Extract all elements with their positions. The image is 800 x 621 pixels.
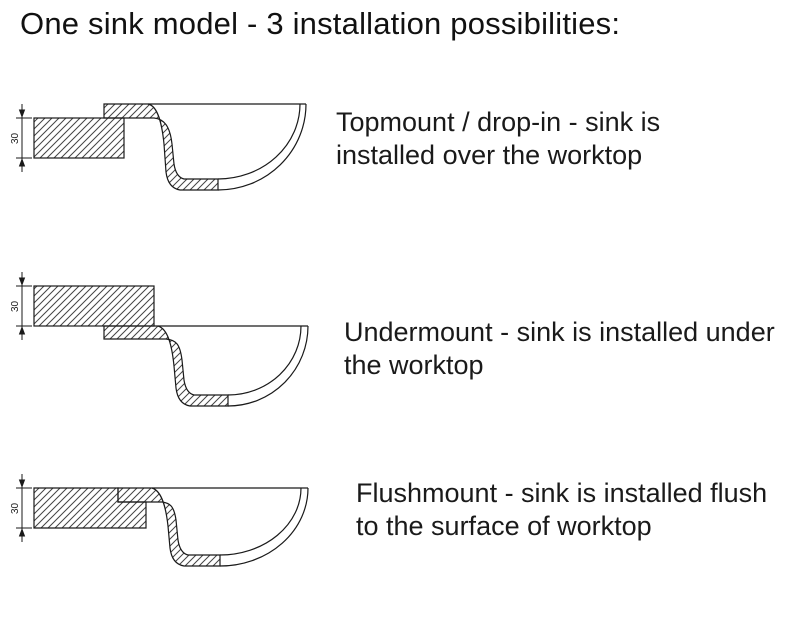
- topmount-drawing: 30: [10, 103, 307, 191]
- dimension-label: 30: [10, 300, 21, 312]
- sink-section: [103, 325, 229, 407]
- sink-bowl-inner-arc: [217, 103, 301, 180]
- topmount-caption: Topmount / drop-in - sink is installed o…: [336, 107, 661, 170]
- flushmount-caption: Flushmount - sink is installed flush to …: [356, 478, 768, 541]
- worktop-section: [33, 117, 125, 159]
- sink-bowl-outer-arc: [219, 487, 309, 567]
- undermount-drawing: 30: [10, 272, 309, 407]
- dimension-30: 30: [10, 104, 32, 172]
- undermount-caption: Undermount - sink is installed under the…: [344, 317, 775, 380]
- sink-bowl-outer-arc: [227, 325, 309, 407]
- page-title: One sink model - 3 installation possibil…: [20, 6, 621, 41]
- sink-bowl-inner-arc: [219, 487, 302, 556]
- dimension-label: 30: [10, 502, 21, 514]
- dimension-30: 30: [10, 272, 32, 340]
- sink-bowl-inner-arc: [227, 325, 302, 396]
- flushmount-drawing: 30: [10, 474, 309, 567]
- worktop-section: [33, 285, 155, 327]
- dimension-label: 30: [10, 132, 21, 144]
- dimension-30: 30: [10, 474, 32, 542]
- sink-bowl-outer-arc: [217, 103, 307, 191]
